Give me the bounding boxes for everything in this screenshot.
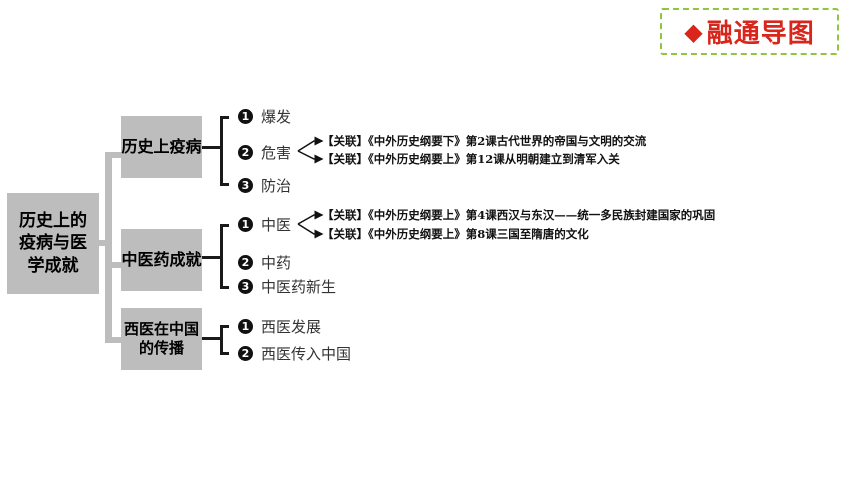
list-item: 1 中医 <box>238 214 291 235</box>
root-connector-t1 <box>105 152 121 158</box>
bracket-1-top <box>220 116 229 119</box>
arrow-icon <box>297 136 324 152</box>
list-item: 2 危害 <box>238 142 291 163</box>
list-item: 1 爆发 <box>238 106 291 127</box>
root-node: 历史上的疫病与医学成就 <box>7 193 99 294</box>
item-label: 爆发 <box>261 108 292 126</box>
list-item: 2 西医传入中国 <box>238 343 351 364</box>
topic-node-western-medicine: 西医在中国的传播 <box>121 308 202 370</box>
root-connector-t2 <box>105 262 121 268</box>
bracket-2-spine <box>220 224 223 289</box>
number-badge: 2 <box>238 145 253 160</box>
related-lesson-link: 【关联】《中外历史纲要上》第4课西汉与东汉——统一多民族封建国家的巩固 <box>322 208 716 222</box>
number-badge: 1 <box>238 217 253 232</box>
arrow-icon <box>297 210 324 225</box>
item-label: 西医传入中国 <box>261 345 352 363</box>
section-badge: ◆ 融通导图 <box>660 8 839 55</box>
bracket-1-bottom <box>220 183 229 186</box>
number-badge: 2 <box>238 346 253 361</box>
arrow-icon <box>297 150 324 164</box>
list-item: 2 中药 <box>238 252 291 273</box>
related-lesson-link: 【关联】《中外历史纲要下》第2课古代世界的帝国与文明的交流 <box>322 134 647 148</box>
bracket-3-bottom <box>220 352 229 355</box>
related-lesson-link: 【关联】《中外历史纲要上》第12课从明朝建立到清军入关 <box>322 152 620 166</box>
item-label: 危害 <box>261 144 292 162</box>
item-label: 中医 <box>261 216 292 234</box>
bracket-2-bottom <box>220 286 229 289</box>
bracket-3-spine <box>220 325 223 355</box>
list-item: 3 防治 <box>238 175 291 196</box>
item-label: 防治 <box>261 177 292 195</box>
bracket-3-top <box>220 325 229 328</box>
item-label: 中医药新生 <box>261 278 337 296</box>
number-badge: 2 <box>238 255 253 270</box>
bracket-2-stem <box>202 256 222 259</box>
root-connector-h <box>99 240 107 246</box>
item-label: 中药 <box>261 254 292 272</box>
number-badge: 3 <box>238 279 253 294</box>
bracket-3-stem <box>202 337 222 340</box>
number-badge: 3 <box>238 178 253 193</box>
list-item: 1 西医发展 <box>238 316 321 337</box>
root-connector-v <box>105 155 112 341</box>
bracket-1-stem <box>202 146 222 149</box>
bracket-1-spine <box>220 116 223 186</box>
diamond-icon: ◆ <box>684 17 703 46</box>
item-label: 西医发展 <box>261 318 322 336</box>
number-badge: 1 <box>238 109 253 124</box>
topic-node-epidemics: 历史上疫病 <box>121 116 202 178</box>
number-badge: 1 <box>238 319 253 334</box>
topic-node-tcm: 中医药成就 <box>121 229 202 291</box>
related-lesson-link: 【关联】《中外历史纲要上》第8课三国至隋唐的文化 <box>322 227 589 241</box>
arrow-icon <box>297 223 324 239</box>
root-connector-t3 <box>105 337 121 343</box>
badge-title: 融通导图 <box>706 19 815 49</box>
list-item: 3 中医药新生 <box>238 276 336 297</box>
bracket-2-top <box>220 224 229 227</box>
